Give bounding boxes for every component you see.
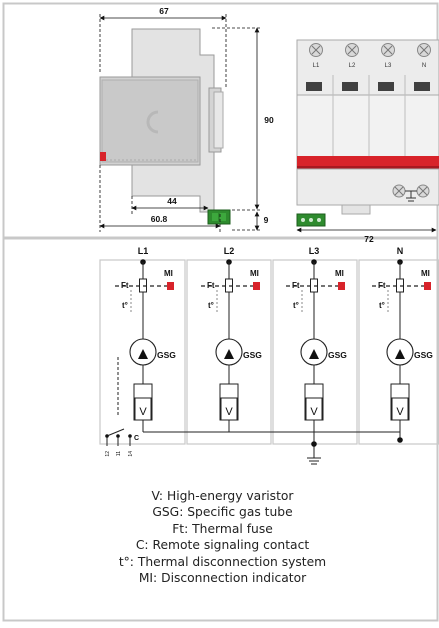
dim-9: 9 [264,215,269,225]
contact-c-label: C [134,435,139,442]
terminal-label: N [422,63,426,69]
schematic-panel [2,237,439,622]
terminal-label: L1 [313,63,320,69]
varistor-label: V [396,406,404,418]
mi-label: MI [250,269,259,278]
contact-dot [128,434,132,438]
dim-width-front: 72 [364,234,374,244]
mi-indicator [167,282,174,290]
gas-tube-arrow [309,349,319,359]
dim-width-top: 67 [159,6,169,16]
pole-label: N [397,246,404,256]
side-view [99,28,231,225]
pole-label: L1 [138,246,149,256]
varistor-label: V [225,406,233,418]
mi-indicator [424,282,431,290]
front-earth-symbol [405,190,417,202]
t-label: t° [293,301,299,310]
neutral-junction-dot [397,437,403,443]
gsg-label: GSG [157,350,176,360]
gas-tube-arrow [395,349,405,359]
ground-junction-dot [311,441,317,447]
dim-height-right: 90 [264,115,274,125]
legend-item: MI: Disconnection indicator [138,571,307,586]
varistor-label: V [310,406,318,418]
legend: V: High-energy varistor GSG: Specific ga… [6,488,439,586]
t-label: t° [122,301,128,310]
gas-tube-arrow [138,349,148,359]
gsg-label: GSG [243,350,262,360]
dim-60-8: 60.8 [151,214,168,224]
side-dimension-lines [99,14,262,232]
screw-slots [311,45,429,196]
contact-dot [105,434,109,438]
contact-terminal-label: 11 [116,451,122,456]
t-label: t° [208,301,214,310]
legend-item: C: Remote signaling contact [135,538,310,553]
legend-item: GSG: Specific gas tube [152,505,293,520]
legend-item: V: High-energy varistor [151,489,294,503]
gsg-label: GSG [414,350,433,360]
terminal-label: L3 [385,63,392,69]
mi-label: MI [164,269,173,278]
t-label: t° [379,301,385,310]
mi-label: MI [421,269,430,278]
varistor-label: V [139,406,147,418]
terminal-label: L2 [349,63,356,69]
contact-terminal-label: 12 [105,451,111,457]
gas-tube-arrow [224,349,234,359]
mi-label: MI [335,269,344,278]
pole-label: L3 [309,246,320,256]
legend-item: t°: Thermal disconnection system [118,554,327,569]
schematic-poles: L1FtMIt°GSGVL2FtMIt°GSGVL3FtMIt°GSGVNFtM… [115,246,433,432]
contact-dot [116,434,120,438]
dim-44: 44 [167,196,177,206]
legend-item: Ft: Thermal fuse [172,521,273,536]
mi-indicator [338,282,345,290]
gsg-label: GSG [328,350,347,360]
contact-terminal-label: 14 [128,451,134,457]
mi-indicator [253,282,260,290]
pole-label: L2 [224,246,235,256]
